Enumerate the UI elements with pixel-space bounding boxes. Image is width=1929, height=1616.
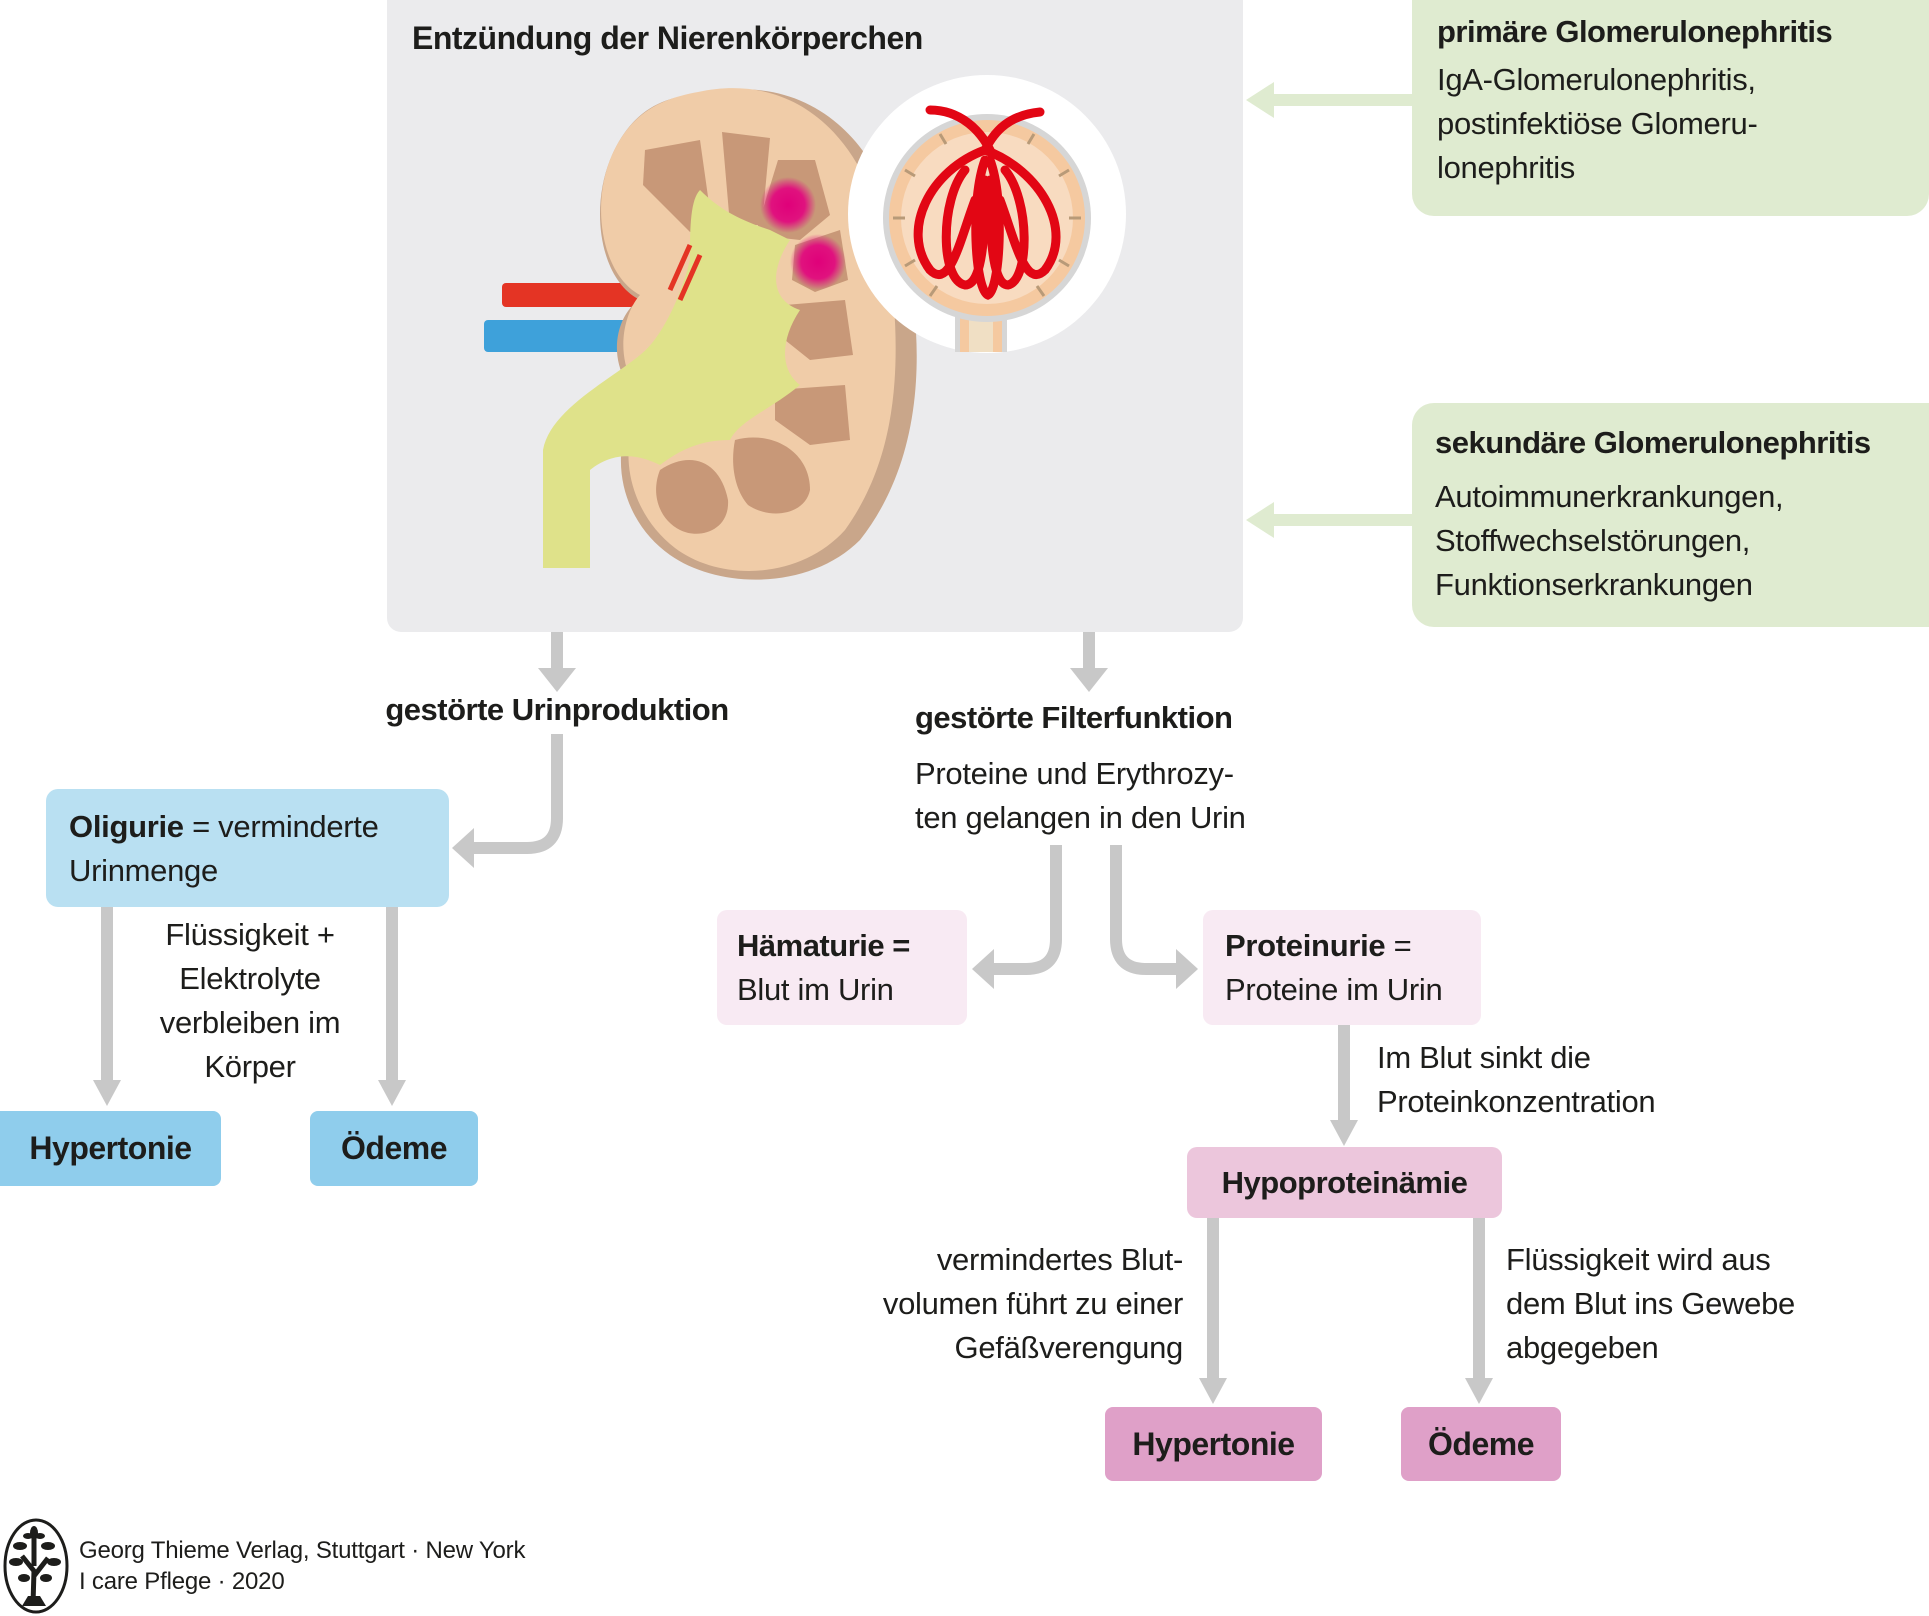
hypoproteinaemia-box: Hypoproteinämie (1187, 1147, 1502, 1218)
oligurie-term: Oligurie (69, 809, 184, 844)
cause-heading: primäre Glomerulonephritis (1437, 14, 1833, 49)
explanation-line: Gefäßverengung (954, 1330, 1184, 1365)
publication-line: I care Pflege · 2020 (79, 1568, 285, 1595)
arrowhead (1246, 82, 1274, 118)
explanation-line: Im Blut sinkt die (1377, 1040, 1591, 1075)
renal-pelvis-ureter (543, 190, 800, 568)
cause-line: lonephritis (1437, 150, 1576, 185)
haematuria-box: Hämaturie = Blut im Urin (717, 910, 967, 1025)
publisher-line: Georg Thieme Verlag, Stuttgart · New Yor… (79, 1537, 526, 1564)
filter-explanation: Proteine und Erythrozy- ten gelangen in … (915, 752, 1246, 840)
cause-line: IgA-Glomerulonephritis, (1437, 62, 1756, 97)
cause-secondary-glomerulonephritis: sekundäre Glomerulonephritis Autoimmuner… (1412, 403, 1929, 627)
explanation-line: Flüssigkeit wird aus (1506, 1242, 1771, 1277)
explanation-line: ten gelangen in den Urin (915, 800, 1246, 835)
panel-title: Entzündung der Nierenkörperchen (412, 20, 923, 56)
vasoconstriction-explanation: vermindertes Blut- volumen führt zu eine… (803, 1238, 1183, 1370)
haematuria-term: Hämaturie = (737, 928, 910, 963)
inflammation-spot (760, 177, 816, 233)
inflammation-spot (790, 234, 846, 290)
tree-logo-icon (3, 1518, 69, 1614)
haematuria-definition: Blut im Urin (737, 972, 894, 1007)
outcome-hypertonie-left: Hypertonie (0, 1111, 221, 1186)
cause-line: Funktionserkrankungen (1435, 567, 1753, 602)
arrow-to-proteinuria (1110, 845, 1180, 975)
proteinuria-box: Proteinurie = Proteine im Urin (1203, 910, 1481, 1025)
explanation-line: verbleiben im (159, 1005, 341, 1040)
heading-urinproduktion: gestörte Urinproduktion (385, 692, 729, 727)
heading-filterfunktion: gestörte Filterfunktion (915, 700, 1233, 735)
proteinuria-definition: Proteine im Urin (1225, 972, 1443, 1007)
explanation-line: Flüssigkeit + (165, 917, 335, 952)
cause-line: Stoffwechselstörungen, (1435, 523, 1751, 558)
outcome-oedeme-left: Ödeme (310, 1111, 478, 1186)
explanation-line: dem Blut ins Gewebe (1506, 1286, 1795, 1321)
arrow-primary-to-panel (1272, 94, 1414, 106)
outcome-oedeme-right: Ödeme (1401, 1407, 1561, 1481)
oligurie-explanation: Flüssigkeit + Elektrolyte verbleiben im … (120, 913, 380, 1089)
fluid-shift-explanation: Flüssigkeit wird aus dem Blut ins Gewebe… (1506, 1238, 1795, 1370)
capsule-cells (893, 133, 1081, 297)
arrow-secondary-to-panel (1272, 514, 1414, 526)
cause-heading: sekundäre Glomerulonephritis (1435, 425, 1871, 460)
cause-line: Autoimmunerkrankungen, (1435, 479, 1784, 514)
arrow-panel-to-filterfunktion (1083, 632, 1095, 672)
explanation-line: volumen führt zu einer (882, 1286, 1183, 1321)
explanation-line: Elektrolyte (179, 961, 321, 996)
arrow-panel-to-urinproduktion (551, 632, 563, 672)
outcome-hypertonie-right: Hypertonie (1105, 1407, 1322, 1481)
oligurie-definition: = verminderte (192, 809, 379, 844)
cause-line: postinfektiöse Glomeru- (1437, 106, 1758, 141)
publisher-credit: Georg Thieme Verlag, Stuttgart · New Yor… (79, 1535, 525, 1597)
explanation-line: Proteinkonzentration (1377, 1084, 1656, 1119)
cause-primary-glomerulonephritis: primäre Glomerulonephritis IgA-Glomerulo… (1412, 0, 1929, 216)
arrowhead (1246, 502, 1274, 538)
capillary-tuft (913, 105, 1061, 300)
explanation-line: Proteine und Erythrozy- (915, 756, 1234, 791)
arrow-to-oligurie (470, 734, 563, 854)
arrow-to-haematuria (990, 845, 1062, 975)
proteinuria-term: Proteinurie (1225, 928, 1386, 963)
explanation-line: vermindertes Blut- (936, 1242, 1183, 1277)
explanation-line: Körper (204, 1049, 296, 1084)
proteinuria-eq: = (1393, 928, 1412, 963)
explanation-line: abgegeben (1506, 1330, 1659, 1365)
oligurie-definition-line2: Urinmenge (69, 853, 218, 888)
protein-drop-explanation: Im Blut sinkt die Proteinkonzentration (1377, 1036, 1656, 1124)
oligurie-box: Oligurie = verminderte Urinmenge (46, 789, 449, 907)
